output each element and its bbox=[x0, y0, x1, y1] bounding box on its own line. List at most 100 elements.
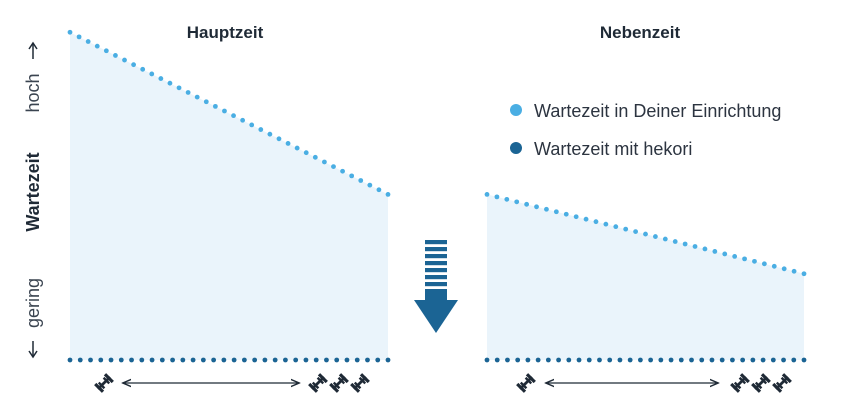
arrow-stripe bbox=[425, 282, 447, 287]
series-hekori-line-0-point bbox=[108, 357, 114, 363]
series-current-line-0-point bbox=[103, 48, 109, 54]
series-hekori-line-1-point bbox=[545, 357, 551, 363]
series-current-line-1-point bbox=[534, 204, 539, 210]
series-hekori-line-1-point bbox=[719, 357, 725, 363]
series-current-line-0-point bbox=[67, 29, 73, 35]
dumbbell-icon bbox=[308, 373, 328, 393]
series-hekori-line-1-point bbox=[699, 357, 705, 363]
dumbbell-icon bbox=[751, 373, 771, 393]
series-hekori-line-1-point bbox=[709, 357, 715, 363]
series-hekori-line-0-point bbox=[283, 357, 288, 363]
series-current-line-0-point bbox=[212, 103, 218, 109]
area-current-1 bbox=[487, 194, 804, 360]
series-hekori-line-0-point bbox=[303, 357, 309, 363]
series-current-line-1-point bbox=[742, 256, 747, 262]
series-hekori-line-0-point bbox=[262, 357, 268, 363]
series-hekori-line-0-point bbox=[365, 357, 370, 363]
series-current-line-1-point bbox=[593, 219, 599, 225]
dumbbell-icon bbox=[329, 373, 349, 393]
series-current-line-1-point bbox=[781, 266, 787, 272]
series-current-line-1-point bbox=[514, 199, 520, 205]
series-current-line-0-point bbox=[303, 150, 309, 156]
series-hekori-line-1-point bbox=[586, 357, 592, 363]
series-current-line-1-point bbox=[732, 253, 738, 259]
legend-label-current: Wartezeit in Deiner Einrichtung bbox=[534, 101, 781, 121]
series-hekori-line-0-point bbox=[67, 357, 73, 363]
series-hekori-line-0-point bbox=[88, 357, 93, 363]
series-current-line-0-point bbox=[376, 187, 382, 193]
series-current-line-1-point bbox=[682, 241, 688, 247]
series-hekori-line-0-point bbox=[334, 357, 340, 363]
series-hekori-line-1-point bbox=[525, 357, 531, 363]
arrow-head bbox=[414, 300, 458, 333]
panel-title-hauptzeit: Hauptzeit bbox=[187, 23, 264, 42]
series-hekori-line-0-point bbox=[375, 357, 381, 363]
series-hekori-line-0-point bbox=[272, 357, 278, 363]
series-hekori-line-1-point bbox=[781, 357, 786, 363]
series-hekori-line-0-point bbox=[211, 357, 217, 363]
series-current-line-1-point bbox=[672, 239, 678, 244]
series-hekori-line-0-point bbox=[180, 357, 186, 363]
series-current-line-0-point bbox=[331, 164, 336, 170]
series-hekori-line-1-point bbox=[760, 357, 766, 363]
series-current-line-1-point bbox=[712, 249, 718, 254]
series-hekori-line-0-point bbox=[241, 357, 247, 363]
series-current-line-0-point bbox=[140, 66, 146, 72]
series-current-line-0-point bbox=[285, 141, 291, 146]
series-hekori-line-0-point bbox=[354, 357, 360, 363]
series-hekori-line-0-point bbox=[170, 357, 175, 363]
series-current-line-0-point bbox=[222, 108, 227, 114]
series-current-line-1-point bbox=[623, 226, 629, 232]
series-hekori-line-1-point bbox=[484, 357, 490, 363]
series-hekori-line-1-point bbox=[607, 357, 613, 363]
series-hekori-line-1-point bbox=[740, 357, 746, 363]
series-current-line-1-point bbox=[583, 216, 589, 222]
arrow-stripe bbox=[425, 268, 447, 273]
reduction-arrow-icon bbox=[414, 240, 458, 333]
series-current-line-0-point bbox=[322, 159, 327, 165]
dumbbell-icon bbox=[516, 373, 536, 393]
series-current-line-1-point bbox=[573, 214, 579, 220]
area-current-0 bbox=[70, 32, 388, 360]
series-hekori-line-1-point bbox=[597, 357, 602, 363]
y-axis: hoch Wartezeit gering bbox=[23, 41, 43, 359]
series-current-line-1-point bbox=[633, 229, 638, 234]
series-hekori-line-0-point bbox=[190, 357, 196, 363]
series-current-line-1-point bbox=[702, 246, 708, 252]
dumbbell-icon bbox=[772, 373, 792, 393]
series-hekori-line-1-point bbox=[750, 357, 756, 363]
series-current-line-0-point bbox=[385, 192, 391, 197]
series-hekori-line-1-point bbox=[627, 357, 633, 363]
series-current-line-0-point bbox=[94, 43, 100, 49]
series-hekori-line-1-point bbox=[668, 357, 674, 363]
dumbbell-icon bbox=[350, 373, 370, 393]
series-current-line-1-point bbox=[504, 196, 510, 202]
y-axis-title: Wartezeit bbox=[23, 152, 43, 231]
arrow-stripe bbox=[425, 289, 447, 301]
legend-dot-current bbox=[510, 104, 522, 116]
series-current-line-1-point bbox=[662, 236, 668, 242]
series-hekori-line-1-point bbox=[637, 357, 643, 363]
y-axis-high-label: hoch bbox=[23, 73, 43, 112]
arrow-stripe bbox=[425, 254, 447, 259]
arrow-stripe bbox=[425, 240, 447, 245]
series-hekori-line-0-point bbox=[77, 357, 83, 363]
series-hekori-line-0-point bbox=[159, 357, 165, 363]
series-hekori-line-0-point bbox=[200, 357, 206, 363]
series-hekori-line-0-point bbox=[324, 357, 329, 363]
series-current-line-1-point bbox=[801, 271, 807, 277]
series-hekori-line-1-point bbox=[494, 357, 500, 363]
series-current-line-0-point bbox=[113, 53, 118, 58]
series-current-line-1-point bbox=[722, 251, 728, 257]
series-hekori-line-1-point bbox=[658, 357, 664, 363]
series-current-line-0-point bbox=[349, 173, 355, 179]
series-current-line-1-point bbox=[603, 221, 609, 227]
series-current-line-0-point bbox=[131, 62, 137, 68]
series-current-line-0-point bbox=[340, 168, 345, 174]
series-hekori-line-0 bbox=[67, 357, 391, 363]
legend-label-hekori: Wartezeit mit hekori bbox=[534, 139, 692, 159]
series-current-line-0-point bbox=[76, 34, 82, 40]
legend: Wartezeit in Deiner Einrichtung Wartezei… bbox=[510, 101, 781, 159]
